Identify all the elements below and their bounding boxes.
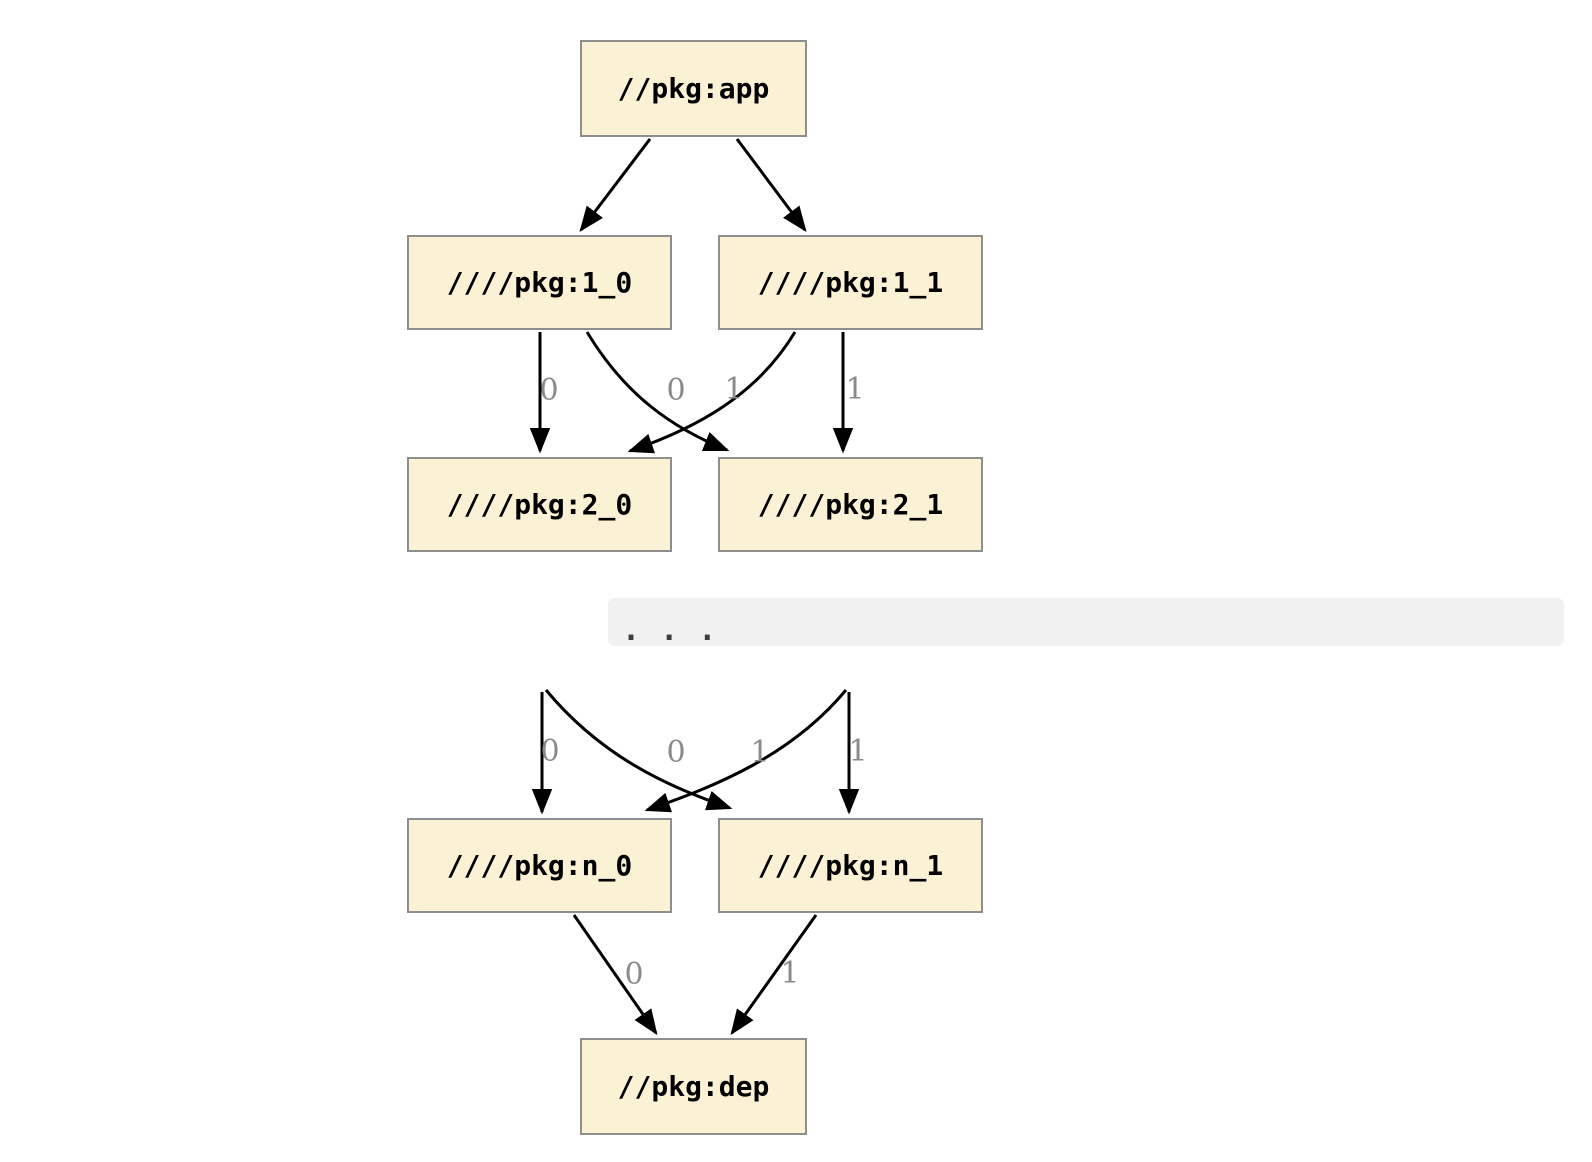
ellipsis-band: . . . [608,598,1564,646]
edge-label-1_1-2_1: 1 [845,372,865,407]
node-pkg-app: //pkg:app [580,40,807,137]
edge-ellipsis-to-n_1-cross [544,689,733,811]
edge-app-to-1_0 [579,138,652,233]
edge-n_1-to-dep [730,914,818,1036]
edge-label-n_1-dep: 1 [780,956,800,991]
edge-1_0-to-2_1 [585,331,730,452]
edge-label-ellipsis-n_0-b: 0 [666,735,686,770]
edge-1_1-to-2_0 [627,331,797,454]
node-pkg-1_0: ////pkg:1_0 [407,235,672,330]
edge-label-1_1-2_0: 0 [666,373,686,408]
node-pkg-dep: //pkg:dep [580,1038,807,1135]
node-pkg-1_1: ////pkg:1_1 [718,235,983,330]
edge-label-n_0-dep: 0 [624,957,644,992]
edge-ellipsis-to-n_0-cross [644,689,848,813]
edge-label-ellipsis-n_1-b: 1 [848,734,868,769]
edge-label-ellipsis-n_0-a: 0 [540,734,560,769]
edge-label-ellipsis-n_1-a: 1 [750,735,770,770]
edge-n_0-to-dep [572,914,658,1036]
node-pkg-2_1: ////pkg:2_1 [718,457,983,552]
edge-app-to-1_1 [735,138,807,233]
node-pkg-n_1: ////pkg:n_1 [718,818,983,913]
node-pkg-n_0: ////pkg:n_0 [407,818,672,913]
edge-label-1_0-2_1: 1 [724,372,744,407]
node-pkg-2_0: ////pkg:2_0 [407,457,672,552]
edge-label-1_0-2_0: 0 [539,373,559,408]
ellipsis-dots: . . . [622,613,718,648]
